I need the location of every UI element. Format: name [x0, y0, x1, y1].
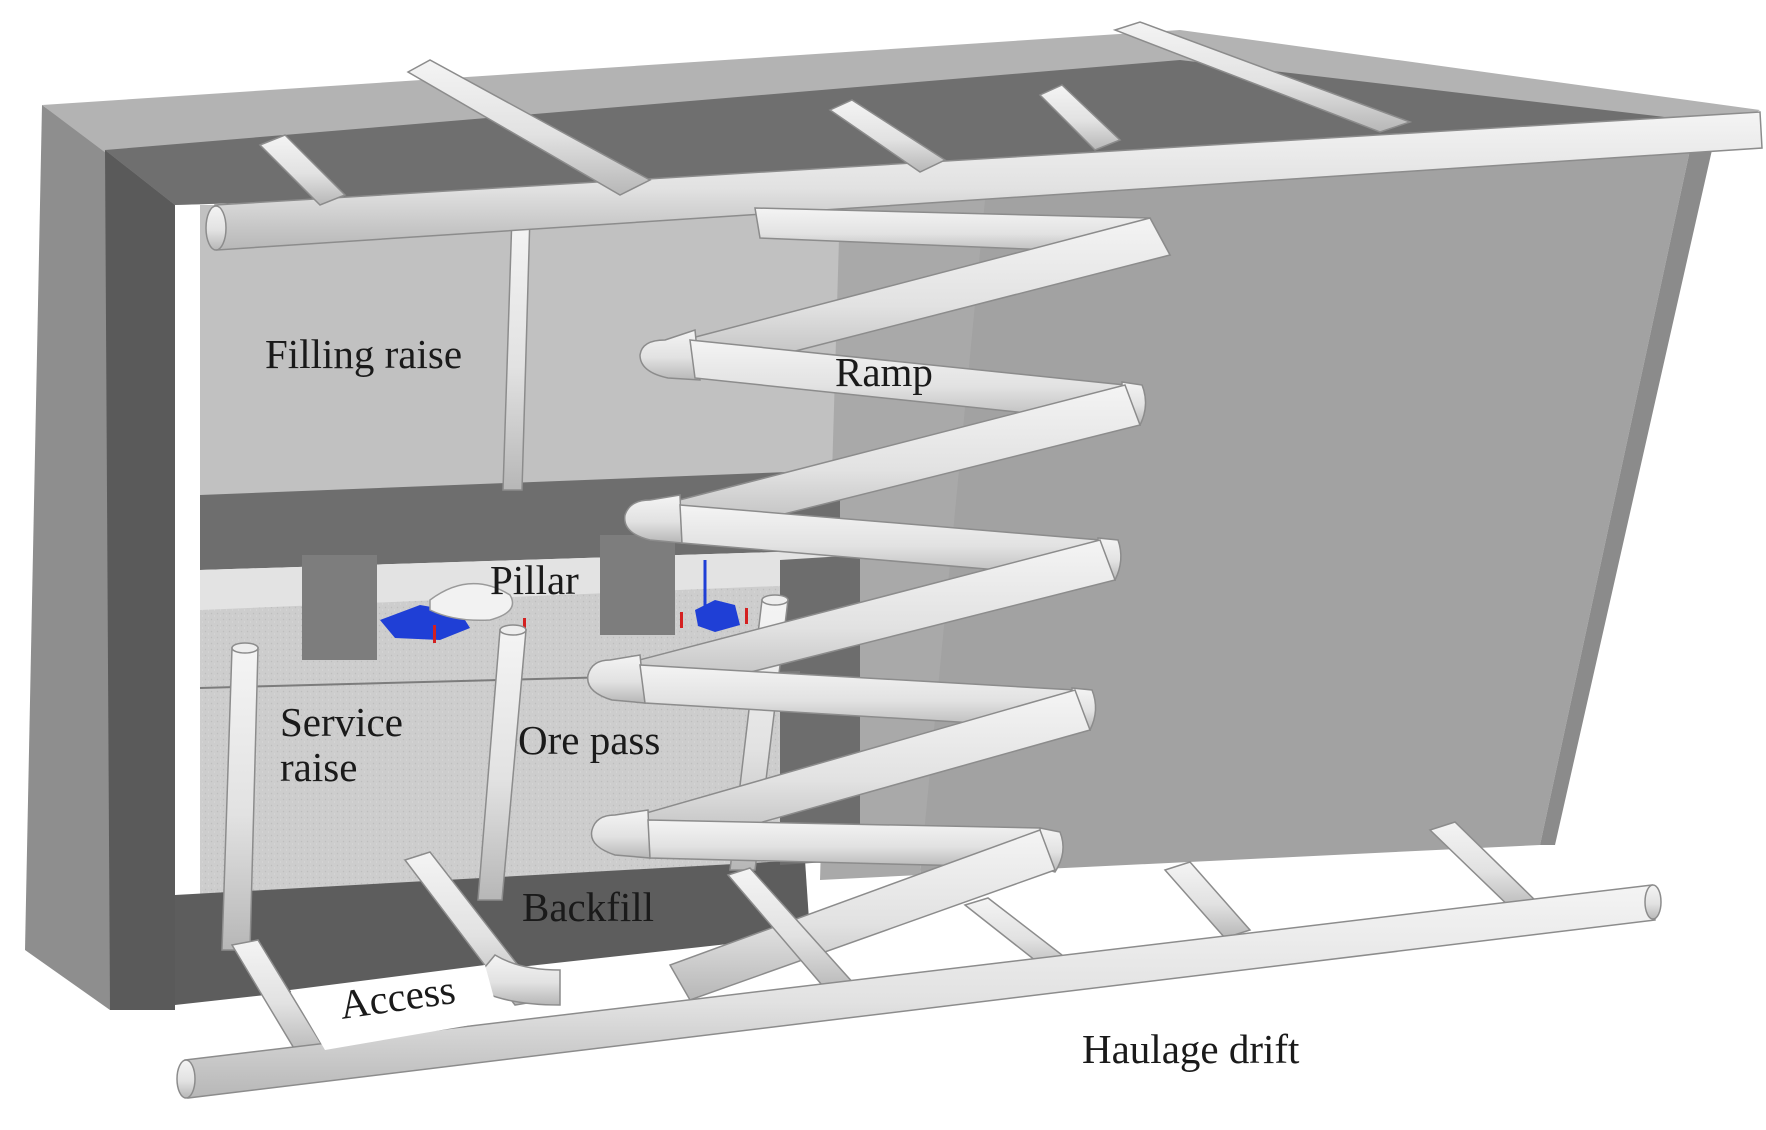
access-crosscut-3: [1163, 861, 1252, 939]
ramp-bend-1: [639, 328, 701, 381]
ramp-spiral: [586, 207, 1172, 1001]
pillars: [302, 535, 675, 660]
top-crosscut-2: [258, 134, 347, 206]
top-crosscut-3: [828, 99, 947, 173]
top-crosscut-4: [1038, 84, 1122, 151]
marker-3: [680, 612, 683, 628]
block-right-face: [920, 150, 1690, 875]
pillar-left: [302, 555, 377, 660]
top-crosscut-5: [1112, 21, 1413, 133]
access-opening: [290, 965, 500, 1050]
haulage-drift-end-right: [1644, 884, 1662, 920]
ore-pile: [429, 583, 514, 622]
top-main-drift-end: [205, 205, 227, 251]
label-ramp: Ramp: [835, 349, 933, 395]
label-service-raise: Service raise: [280, 699, 403, 791]
block-inner-wall: [105, 150, 175, 1010]
marker-1: [433, 625, 436, 643]
marker-2: [523, 618, 526, 634]
marker-4: [745, 608, 748, 624]
label-haulage-drift: Haulage drift: [1082, 1026, 1300, 1072]
loader-equipment: [380, 560, 748, 643]
label-pillar: Pillar: [490, 557, 579, 603]
label-backfill: Backfill: [522, 884, 655, 930]
haulage-drift-end: [176, 1059, 196, 1099]
stope-upper-back: [200, 205, 860, 495]
ramp-bend-5: [586, 654, 646, 704]
top-crosscut-1: [406, 59, 652, 196]
ore-pass-top: [499, 624, 527, 636]
pillar-right: [600, 535, 675, 635]
ramp-raise-top: [761, 594, 789, 606]
service-raise-top: [231, 642, 259, 654]
label-filling-raise: Filling raise: [265, 331, 463, 377]
label-ore-pass: Ore pass: [518, 717, 661, 763]
ramp-bend-3: [623, 494, 683, 544]
ramp-bend-7: [590, 809, 651, 859]
block-right-edge: [1540, 150, 1712, 845]
top-drifts: [205, 21, 1763, 251]
